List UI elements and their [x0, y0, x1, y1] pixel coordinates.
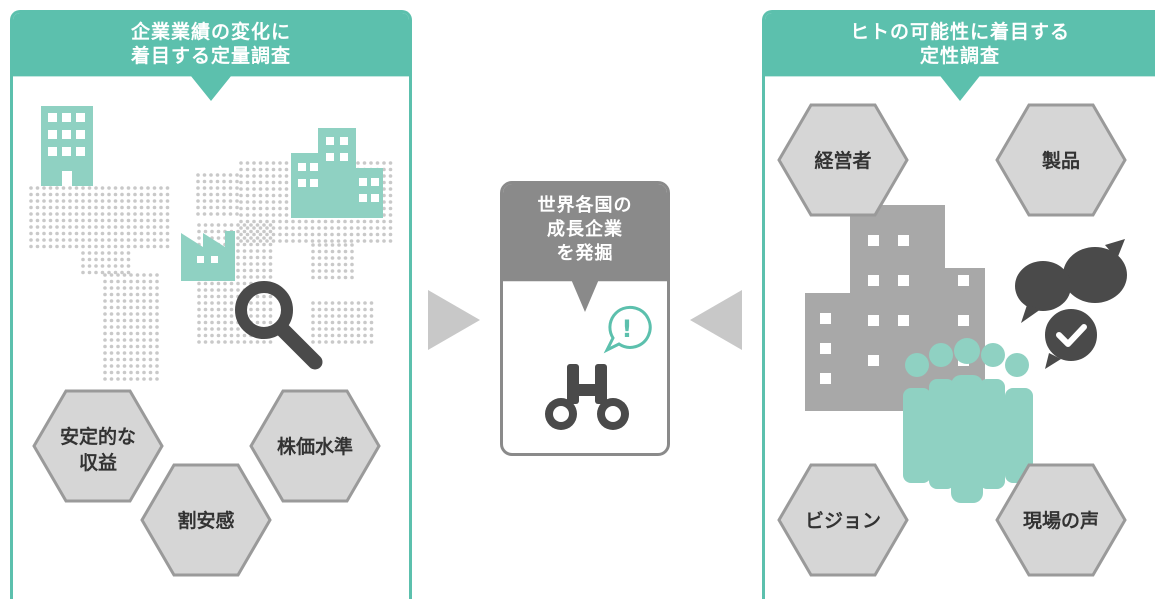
- alert-bubble-icon: !: [603, 305, 652, 354]
- speech-bubbles-icon: [1015, 239, 1127, 323]
- hex-label: 経営者: [814, 149, 871, 172]
- hex-label: 安定的な: [60, 425, 136, 448]
- arrow-left-icon: [690, 290, 742, 350]
- factory-icon: [181, 231, 235, 281]
- people-group-icon: [903, 338, 1033, 503]
- arrow-right-icon: [428, 290, 480, 350]
- building-icon: [41, 106, 93, 186]
- qualitative-title-line1: ヒトの可能性に着目する: [849, 21, 1070, 43]
- discovery-title-line1: 世界各国の: [537, 195, 633, 216]
- hex-label: 製品: [1041, 150, 1080, 172]
- qualitative-title-line2: 定性調査: [919, 45, 1000, 67]
- hexagon-vision: ビジョン: [777, 463, 909, 577]
- hex-label: ビジョン: [805, 510, 881, 532]
- discovery-illustration: !: [545, 305, 652, 430]
- magnifier-icon: [235, 281, 323, 370]
- binoculars-icon: [545, 364, 629, 430]
- hex-label: 株価水準: [277, 435, 353, 458]
- hexagon-stable-earnings: 安定的な 収益: [32, 389, 164, 503]
- alert-glyph: !: [622, 315, 633, 343]
- hexagon-products: 製品: [995, 103, 1127, 217]
- qualitative-research-panel: ヒトの可能性に着目する 定性調査: [762, 10, 1155, 599]
- quantitative-title-line1: 企業業績の変化に: [130, 21, 291, 43]
- discovery-title-line3: を発掘: [556, 243, 614, 264]
- hexagon-stock-price-level: 株価水準: [249, 389, 381, 503]
- quantitative-title-line2: 着目する定量調査: [130, 45, 291, 67]
- hex-label: 現場の声: [1023, 509, 1099, 532]
- discovery-card: 世界各国の 成長企業 を発掘 !: [500, 181, 670, 456]
- building-icon: [291, 128, 383, 218]
- hex-label: 収益: [79, 451, 117, 474]
- right-illustration: 経営者 製品 ビジョン 現場の声: [777, 103, 1127, 577]
- quantitative-research-panel: 企業業績の変化に 着目する定量調査: [10, 10, 412, 599]
- left-illustration: 安定的な 収益 割安感 株価水準: [29, 106, 393, 577]
- hexagon-management: 経営者: [777, 103, 909, 217]
- hex-label: 割安感: [177, 509, 234, 532]
- discovery-title-line2: 成長企業: [547, 219, 623, 240]
- check-icon: [1041, 305, 1101, 369]
- hexagon-frontline-voice: 現場の声: [995, 463, 1127, 577]
- hexagon-undervaluation: 割安感: [140, 463, 272, 577]
